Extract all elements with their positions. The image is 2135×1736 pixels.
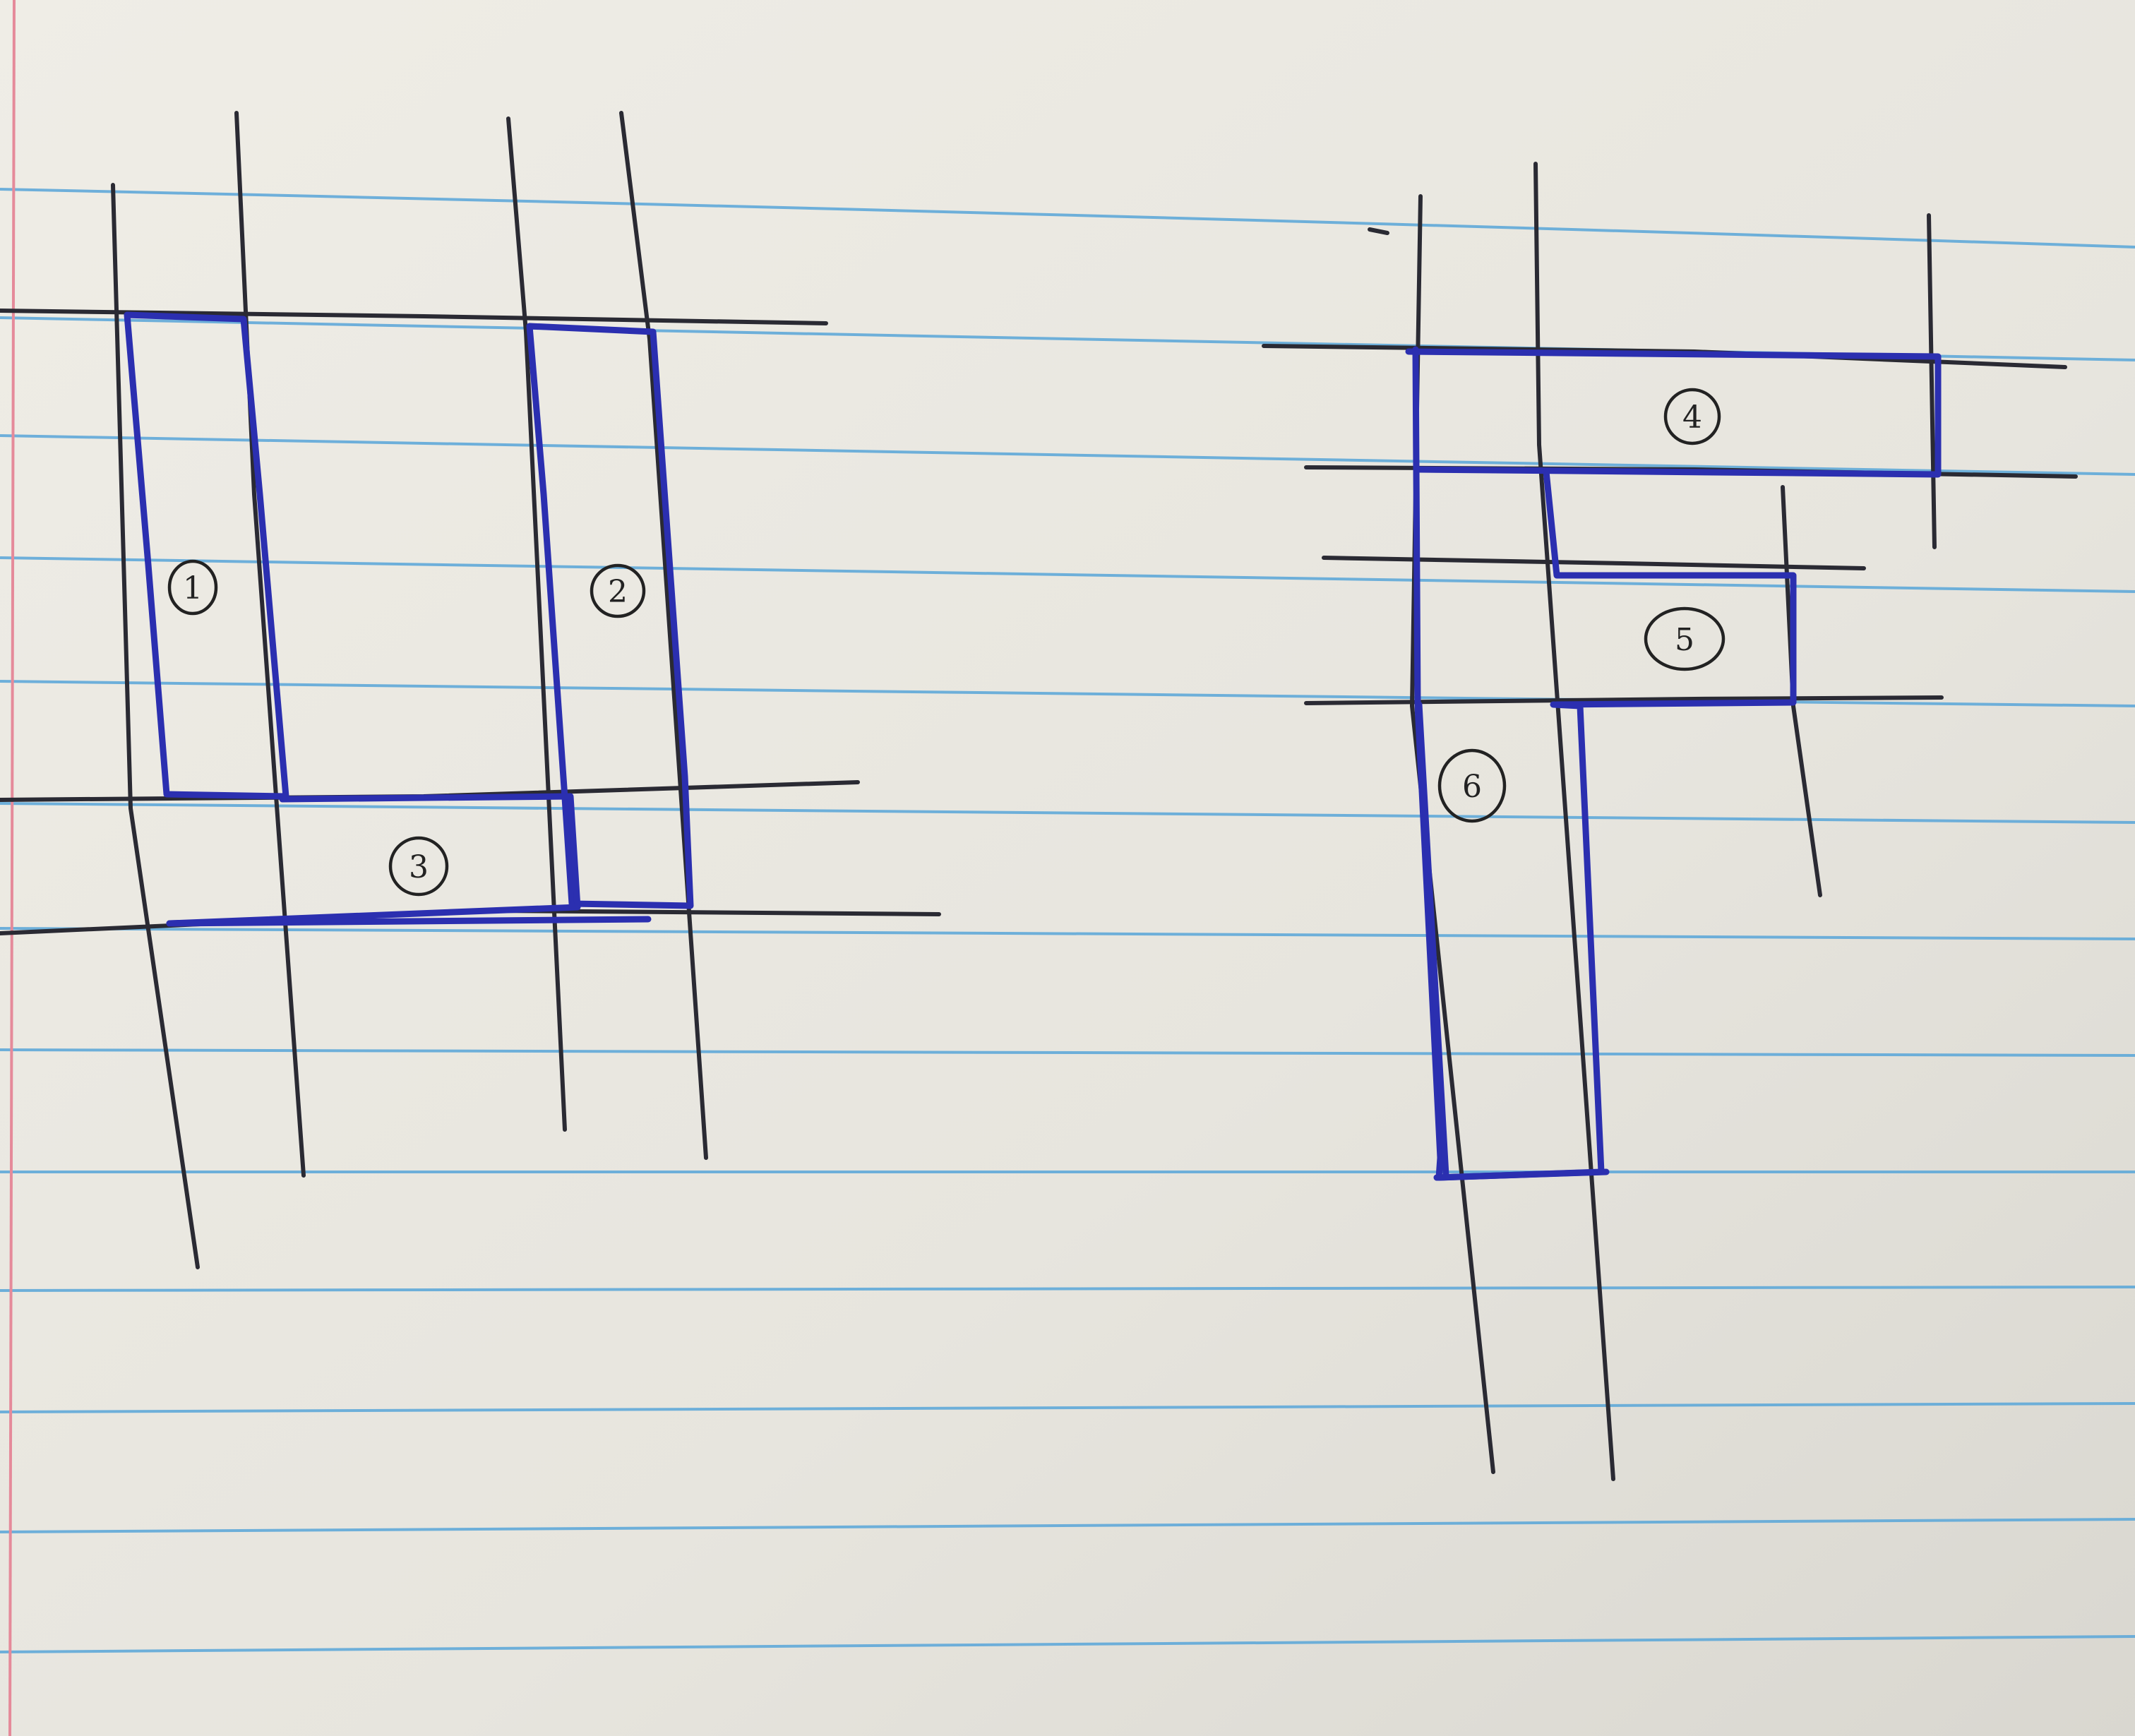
- label-circle: [388, 836, 449, 897]
- label-circle: [1644, 606, 1726, 671]
- label-circle: [1437, 748, 1507, 823]
- region-label-2: 2: [590, 563, 646, 618]
- right-sketch-shapes: [1405, 346, 1942, 1181]
- shape-2-outline: [526, 323, 694, 909]
- region-label-6: 6: [1437, 748, 1507, 823]
- label-circle: [1663, 388, 1721, 445]
- label-circle: [167, 559, 218, 616]
- shape-4-outline: [1405, 348, 1942, 478]
- left-sketch-shapes: [124, 311, 694, 927]
- region-label-5: 5: [1644, 606, 1726, 671]
- region-number: 6: [1462, 769, 1482, 805]
- label-circle: [590, 563, 646, 618]
- region-number: 5: [1675, 622, 1694, 658]
- margin-line: [8, 0, 16, 1736]
- region-number: 2: [608, 574, 628, 610]
- shape-5-outline: [1543, 468, 1797, 708]
- region-number: 3: [409, 849, 429, 885]
- region-label-3: 3: [388, 836, 449, 897]
- region-label-1: 1: [167, 559, 218, 616]
- region-number: 1: [183, 570, 203, 606]
- region-number: 4: [1682, 400, 1702, 436]
- shape-3-outline: [166, 793, 581, 927]
- region-label-4: 4: [1663, 388, 1721, 445]
